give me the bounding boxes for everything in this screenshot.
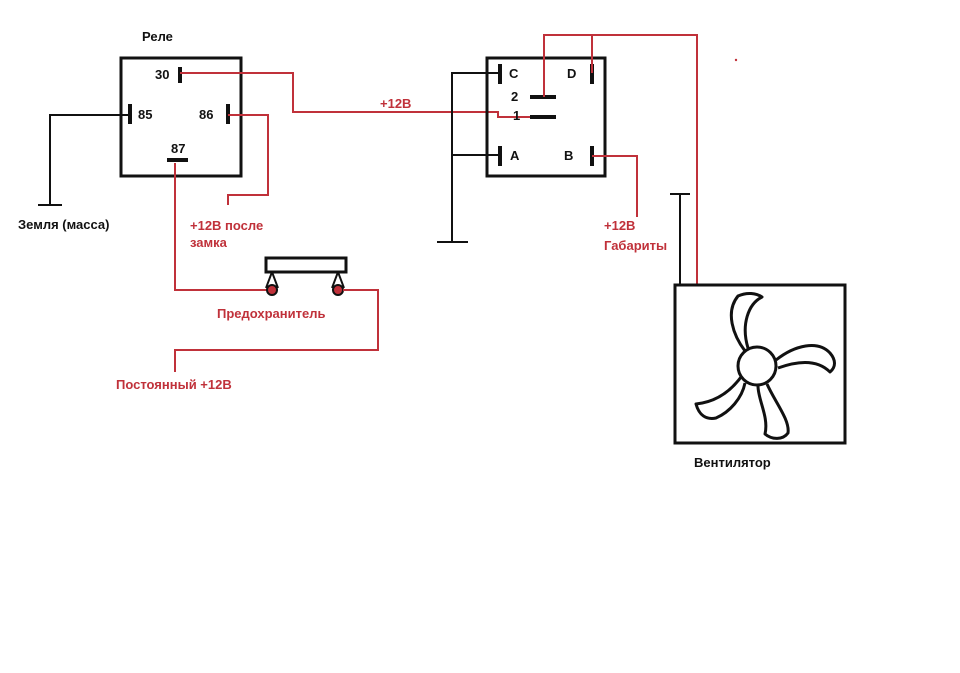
ignition-wire: [227, 114, 269, 205]
relay-pin-30: 30: [155, 67, 169, 82]
relay-title: Реле: [142, 29, 173, 44]
ignition-label-line2: замка: [190, 235, 228, 250]
ground-wire: [49, 114, 130, 205]
switch-ground-wire: [451, 72, 500, 242]
relay-box: [119, 56, 243, 178]
ignition-label-line1: +12В после: [190, 218, 263, 233]
switch-pin-a: A: [510, 148, 520, 163]
sidelights-label-line2: Габариты: [604, 238, 667, 253]
stray-dot: [734, 58, 738, 62]
switch-pin-b: B: [564, 148, 573, 163]
relay-pin-86: 86: [199, 107, 213, 122]
relay-30-to-switch-wire: [180, 72, 530, 118]
switch-to-fan-wire: [592, 34, 698, 286]
fan-icon: [694, 292, 836, 440]
constant-12v-label: Постоянный +12В: [116, 377, 232, 392]
plus12v-label: +12В: [380, 96, 411, 111]
switch-box: [485, 56, 607, 178]
fuse-label: Предохранитель: [217, 306, 325, 321]
relay-87-to-fuse-wire: [174, 163, 270, 291]
fan-label: Вентилятор: [694, 455, 771, 470]
relay: 30 85 86 87: [119, 56, 243, 178]
sidelights-label-line1: +12В: [604, 218, 635, 233]
switch-pin-1: 1: [513, 108, 520, 123]
switch-2-to-d-wire: [543, 34, 593, 97]
ground-label: Земля (масса): [18, 217, 109, 232]
relay-pin-85: 85: [138, 107, 152, 122]
switch-pin-2: 2: [511, 89, 518, 104]
switch-pin-d: D: [567, 66, 576, 81]
sidelights-wire: [592, 155, 638, 217]
fuse-icon: [264, 256, 348, 296]
constant-12v-wire: [174, 289, 379, 372]
switch-pin-c: C: [509, 66, 519, 81]
fan-box: [673, 283, 847, 445]
relay-pin-87: 87: [171, 141, 185, 156]
